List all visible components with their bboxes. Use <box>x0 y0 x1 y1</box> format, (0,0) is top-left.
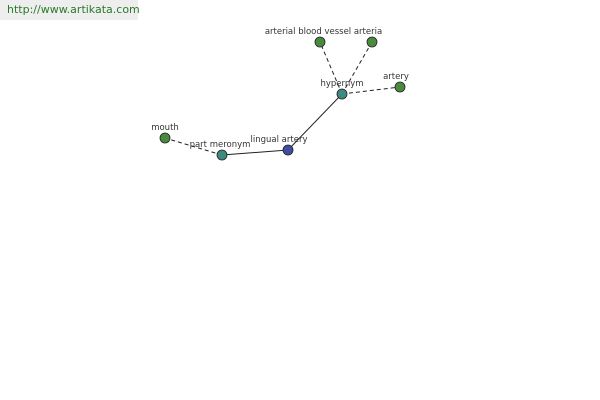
edge-hypernym-to-artery <box>341 86 401 95</box>
edges-layer <box>164 41 401 156</box>
nodes-layer <box>159 36 406 161</box>
node-label-mouth: mouth <box>151 123 179 133</box>
node-arteria[interactable] <box>366 36 378 48</box>
source-url-banner[interactable]: http://www.artikata.com <box>0 0 140 20</box>
node-label-arterial-blood-vessel: arterial blood vessel <box>265 27 351 37</box>
node-mouth[interactable] <box>159 132 171 144</box>
node-label-part-meronym: part meronym <box>190 140 251 150</box>
node-label-artery: artery <box>383 72 409 82</box>
node-label-hypernym: hypernym <box>320 79 363 89</box>
edge-hypernym-to-arteria <box>341 41 373 95</box>
node-label-lingual-artery: lingual artery <box>251 135 308 145</box>
node-hypernym[interactable] <box>336 88 348 100</box>
edge-lingual-artery-to-hypernym <box>287 93 343 151</box>
node-lingual-artery[interactable] <box>282 144 294 156</box>
node-label-arteria: arteria <box>354 27 382 37</box>
edge-lingual-artery-to-part-meronym <box>221 149 289 156</box>
edge-hypernym-to-arterial-blood-vessel <box>319 41 343 95</box>
node-part-meronym[interactable] <box>216 149 228 161</box>
node-artery[interactable] <box>394 81 406 93</box>
edge-part-meronym-to-mouth <box>164 137 223 156</box>
node-arterial-blood-vessel[interactable] <box>314 36 326 48</box>
